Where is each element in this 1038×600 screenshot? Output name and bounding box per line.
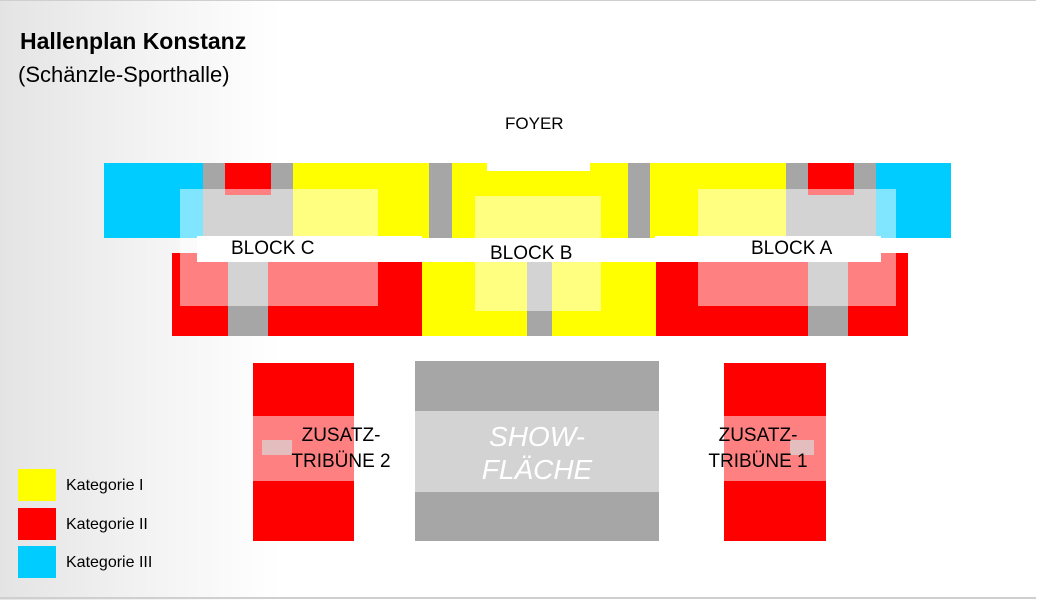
legend-label-category-1: Kategorie I <box>66 477 144 494</box>
legend-swatch-category-1 <box>18 469 56 501</box>
plan-subtitle: (Schänzle-Sporthalle) <box>18 62 230 87</box>
show-area-overlay <box>415 411 659 492</box>
block-b-overlay <box>475 196 601 311</box>
show-area-line1: SHOW- <box>489 421 585 452</box>
show-area-label: SHOW- FLÄCHE <box>415 420 659 486</box>
legend-label-category-2: Kategorie II <box>66 516 148 533</box>
show-area-line2: FLÄCHE <box>481 454 593 485</box>
aisle <box>628 163 650 238</box>
zusatztribuene-1-bar <box>790 440 814 455</box>
zusatztribuene-2-bar <box>262 440 292 455</box>
zusatztribuene-1-line2: TRIBÜNE 1 <box>708 451 808 472</box>
zusatztribuene-2-label: ZUSATZ- TRIBÜNE 2 <box>273 423 409 475</box>
block-c-overlay <box>180 189 378 306</box>
block-a-label: BLOCK A <box>751 238 833 259</box>
block-b-label: BLOCK B <box>490 243 573 264</box>
block-a-overlay <box>698 189 896 306</box>
zusatztribuene-1-label: ZUSATZ- TRIBÜNE 1 <box>690 423 826 475</box>
plan-title: Hallenplan Konstanz <box>20 28 247 54</box>
legend-swatch-category-3 <box>18 546 56 578</box>
aisle <box>429 163 452 238</box>
block-c-label: BLOCK C <box>231 238 315 259</box>
legend-swatch-category-2 <box>18 508 56 540</box>
foyer-label: FOYER <box>505 114 564 133</box>
zusatztribuene-1-line1: ZUSATZ- <box>718 425 798 446</box>
zusatztribuene-2-line1: ZUSATZ- <box>301 425 381 446</box>
zusatztribuene-2-line2: TRIBÜNE 2 <box>291 451 391 472</box>
legend-label-category-3: Kategorie III <box>66 554 153 571</box>
